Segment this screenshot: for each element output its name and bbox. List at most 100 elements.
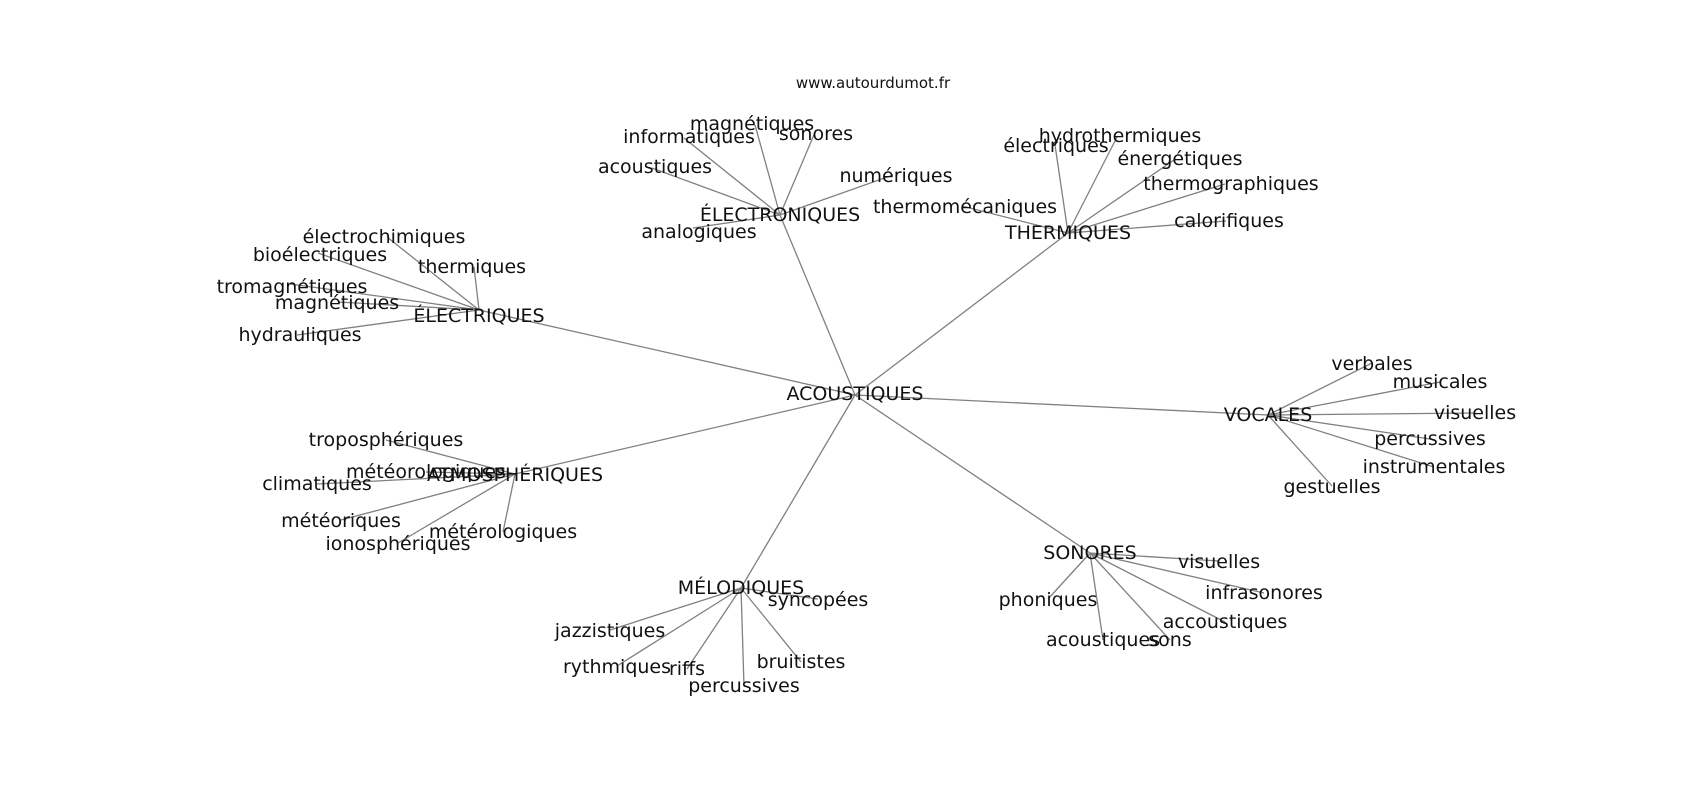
edge-sonores-leaf xyxy=(1089,552,1104,641)
leaf-node-label: riffs xyxy=(669,658,705,680)
hub-node-sonores: SONORES xyxy=(1043,542,1136,564)
leaf-node-label: phoniques xyxy=(999,589,1098,611)
leaf-node-label: météoriques xyxy=(281,510,401,532)
leaf-node-label: énergétiques xyxy=(1117,148,1242,170)
leaf-node-label: climatiques xyxy=(262,473,372,495)
edge-center-vocales xyxy=(854,394,1269,416)
edge-atmospheriques-leaf xyxy=(502,473,516,533)
leaf-node-label: musicales xyxy=(1393,371,1488,393)
leaf-node-label: métérologiques xyxy=(429,521,577,543)
leaf-node-label: thermomécaniques xyxy=(873,196,1057,218)
leaf-node-label: percussives xyxy=(688,675,800,697)
leaf-node-label: verbales xyxy=(1331,353,1412,375)
leaf-node-label: bioélectriques xyxy=(253,244,387,266)
edge-center-sonores xyxy=(854,394,1091,554)
edge-vocales-leaf xyxy=(1267,412,1476,416)
hub-node-atmospheriques: ATMOSPHÉRIQUES xyxy=(427,463,603,486)
edge-center-electriques xyxy=(478,309,856,396)
edge-melodiques-leaf xyxy=(740,587,802,663)
graph-labels: magnétiquessonoresinformatiquesacoustiqu… xyxy=(217,113,1517,697)
edge-sonores-leaf xyxy=(1089,552,1265,594)
edge-center-melodiques xyxy=(740,394,856,589)
edge-electriques-leaf xyxy=(317,252,480,311)
edge-center-thermiques xyxy=(854,232,1069,396)
edge-atmospheriques-leaf xyxy=(340,473,516,521)
edge-vocales-leaf xyxy=(1267,414,1431,440)
leaf-node-label: magnétiques xyxy=(690,113,814,135)
leaf-node-label: magnétiques xyxy=(275,292,399,314)
leaf-node-label: hydrauliques xyxy=(238,324,361,346)
leaf-node-label: thermographiques xyxy=(1143,173,1318,195)
edge-thermiques-leaf xyxy=(961,205,1069,234)
edge-sonores-leaf xyxy=(1047,552,1091,600)
edge-thermiques-leaf xyxy=(1067,159,1175,234)
edge-vocales-leaf xyxy=(1267,414,1435,468)
leaf-node-label: accoustiques xyxy=(1163,611,1288,633)
leaf-node-label: acoustiques xyxy=(598,156,712,178)
leaf-node-label: bruitistes xyxy=(757,651,846,673)
edge-thermiques-leaf xyxy=(1054,144,1069,234)
edge-melodiques-leaf xyxy=(609,587,742,631)
leaf-node-label: gestuelles xyxy=(1284,476,1381,498)
edge-sonores-leaf xyxy=(1089,552,1226,623)
edge-electroniques-leaf xyxy=(683,137,781,216)
edge-melodiques-leaf xyxy=(616,587,742,667)
leaf-node-label: visuelles xyxy=(1178,551,1260,573)
edge-vocales-leaf xyxy=(1267,414,1333,487)
leaf-node-label: sonores xyxy=(779,123,853,145)
leaf-node-label: calorifiques xyxy=(1174,210,1284,232)
leaf-node-label: électrochimiques xyxy=(303,226,466,248)
leaf-node-label: infrasonores xyxy=(1205,582,1323,604)
leaf-node-label: jazzistiques xyxy=(554,620,665,642)
edge-sonores-leaf xyxy=(1089,552,1171,641)
edge-electriques-leaf xyxy=(289,283,480,311)
edge-vocales-leaf xyxy=(1267,381,1441,416)
edge-thermiques-leaf xyxy=(1067,220,1227,234)
leaf-node-label: instrumentales xyxy=(1363,456,1506,478)
edge-thermiques-leaf xyxy=(1067,136,1118,234)
edge-melodiques-leaf xyxy=(740,587,819,600)
edge-thermiques-leaf xyxy=(1067,183,1226,234)
leaf-node-label: électriques xyxy=(1003,135,1108,157)
leaf-node-label: analogiques xyxy=(641,221,756,243)
leaf-node-label: hydrothermiques xyxy=(1039,125,1202,147)
center-node-label: ACOUSTIQUES xyxy=(787,383,924,405)
edge-electriques-leaf xyxy=(296,309,480,336)
edge-electroniques-leaf xyxy=(692,214,781,229)
edge-atmospheriques-leaf xyxy=(397,473,516,544)
hub-node-thermiques: THERMIQUES xyxy=(1004,222,1131,244)
edge-center-atmospheriques xyxy=(514,394,856,475)
leaf-node-label: numériques xyxy=(839,165,952,187)
leaf-node-label: syncopées xyxy=(768,589,869,611)
edge-atmospheriques-leaf xyxy=(425,471,516,475)
leaf-node-label: thermiques xyxy=(418,256,526,278)
edge-electroniques-leaf xyxy=(779,129,817,216)
leaf-node-label: troposphériques xyxy=(309,429,464,451)
leaf-node-label: rythmiques xyxy=(563,656,671,678)
edge-electroniques-leaf xyxy=(651,167,781,216)
leaf-node-label: sons xyxy=(1148,629,1191,651)
edge-electriques-leaf xyxy=(337,301,480,311)
leaf-node-label: percussives xyxy=(1374,428,1486,450)
leaf-node-label: acoustiques xyxy=(1046,629,1160,651)
edge-atmospheriques-leaf xyxy=(316,473,516,485)
leaf-node-label: ionosphériques xyxy=(325,533,470,555)
edge-melodiques-leaf xyxy=(686,587,742,670)
edge-center-electroniques xyxy=(779,214,856,396)
hub-node-vocales: VOCALES xyxy=(1224,404,1313,426)
graph-edges xyxy=(289,124,1476,687)
leaf-node-label: visuelles xyxy=(1434,402,1516,424)
edge-melodiques-leaf xyxy=(740,587,745,687)
leaf-node-label: informatiques xyxy=(623,126,755,148)
leaf-node-label: tromagnétiques xyxy=(217,276,368,298)
hub-node-electriques: ÉLECTRIQUES xyxy=(413,304,544,327)
edge-atmospheriques-leaf xyxy=(385,439,516,475)
edge-electroniques-leaf xyxy=(779,174,894,216)
edge-sonores-leaf xyxy=(1089,552,1220,562)
hub-node-electroniques: ÉLECTRONIQUES xyxy=(700,203,860,226)
source-url: www.autourdumot.fr xyxy=(796,74,951,92)
leaf-node-label: météorologiques xyxy=(346,461,506,483)
edge-vocales-leaf xyxy=(1267,362,1373,416)
hub-node-melodiques: MÉLODIQUES xyxy=(678,576,804,599)
